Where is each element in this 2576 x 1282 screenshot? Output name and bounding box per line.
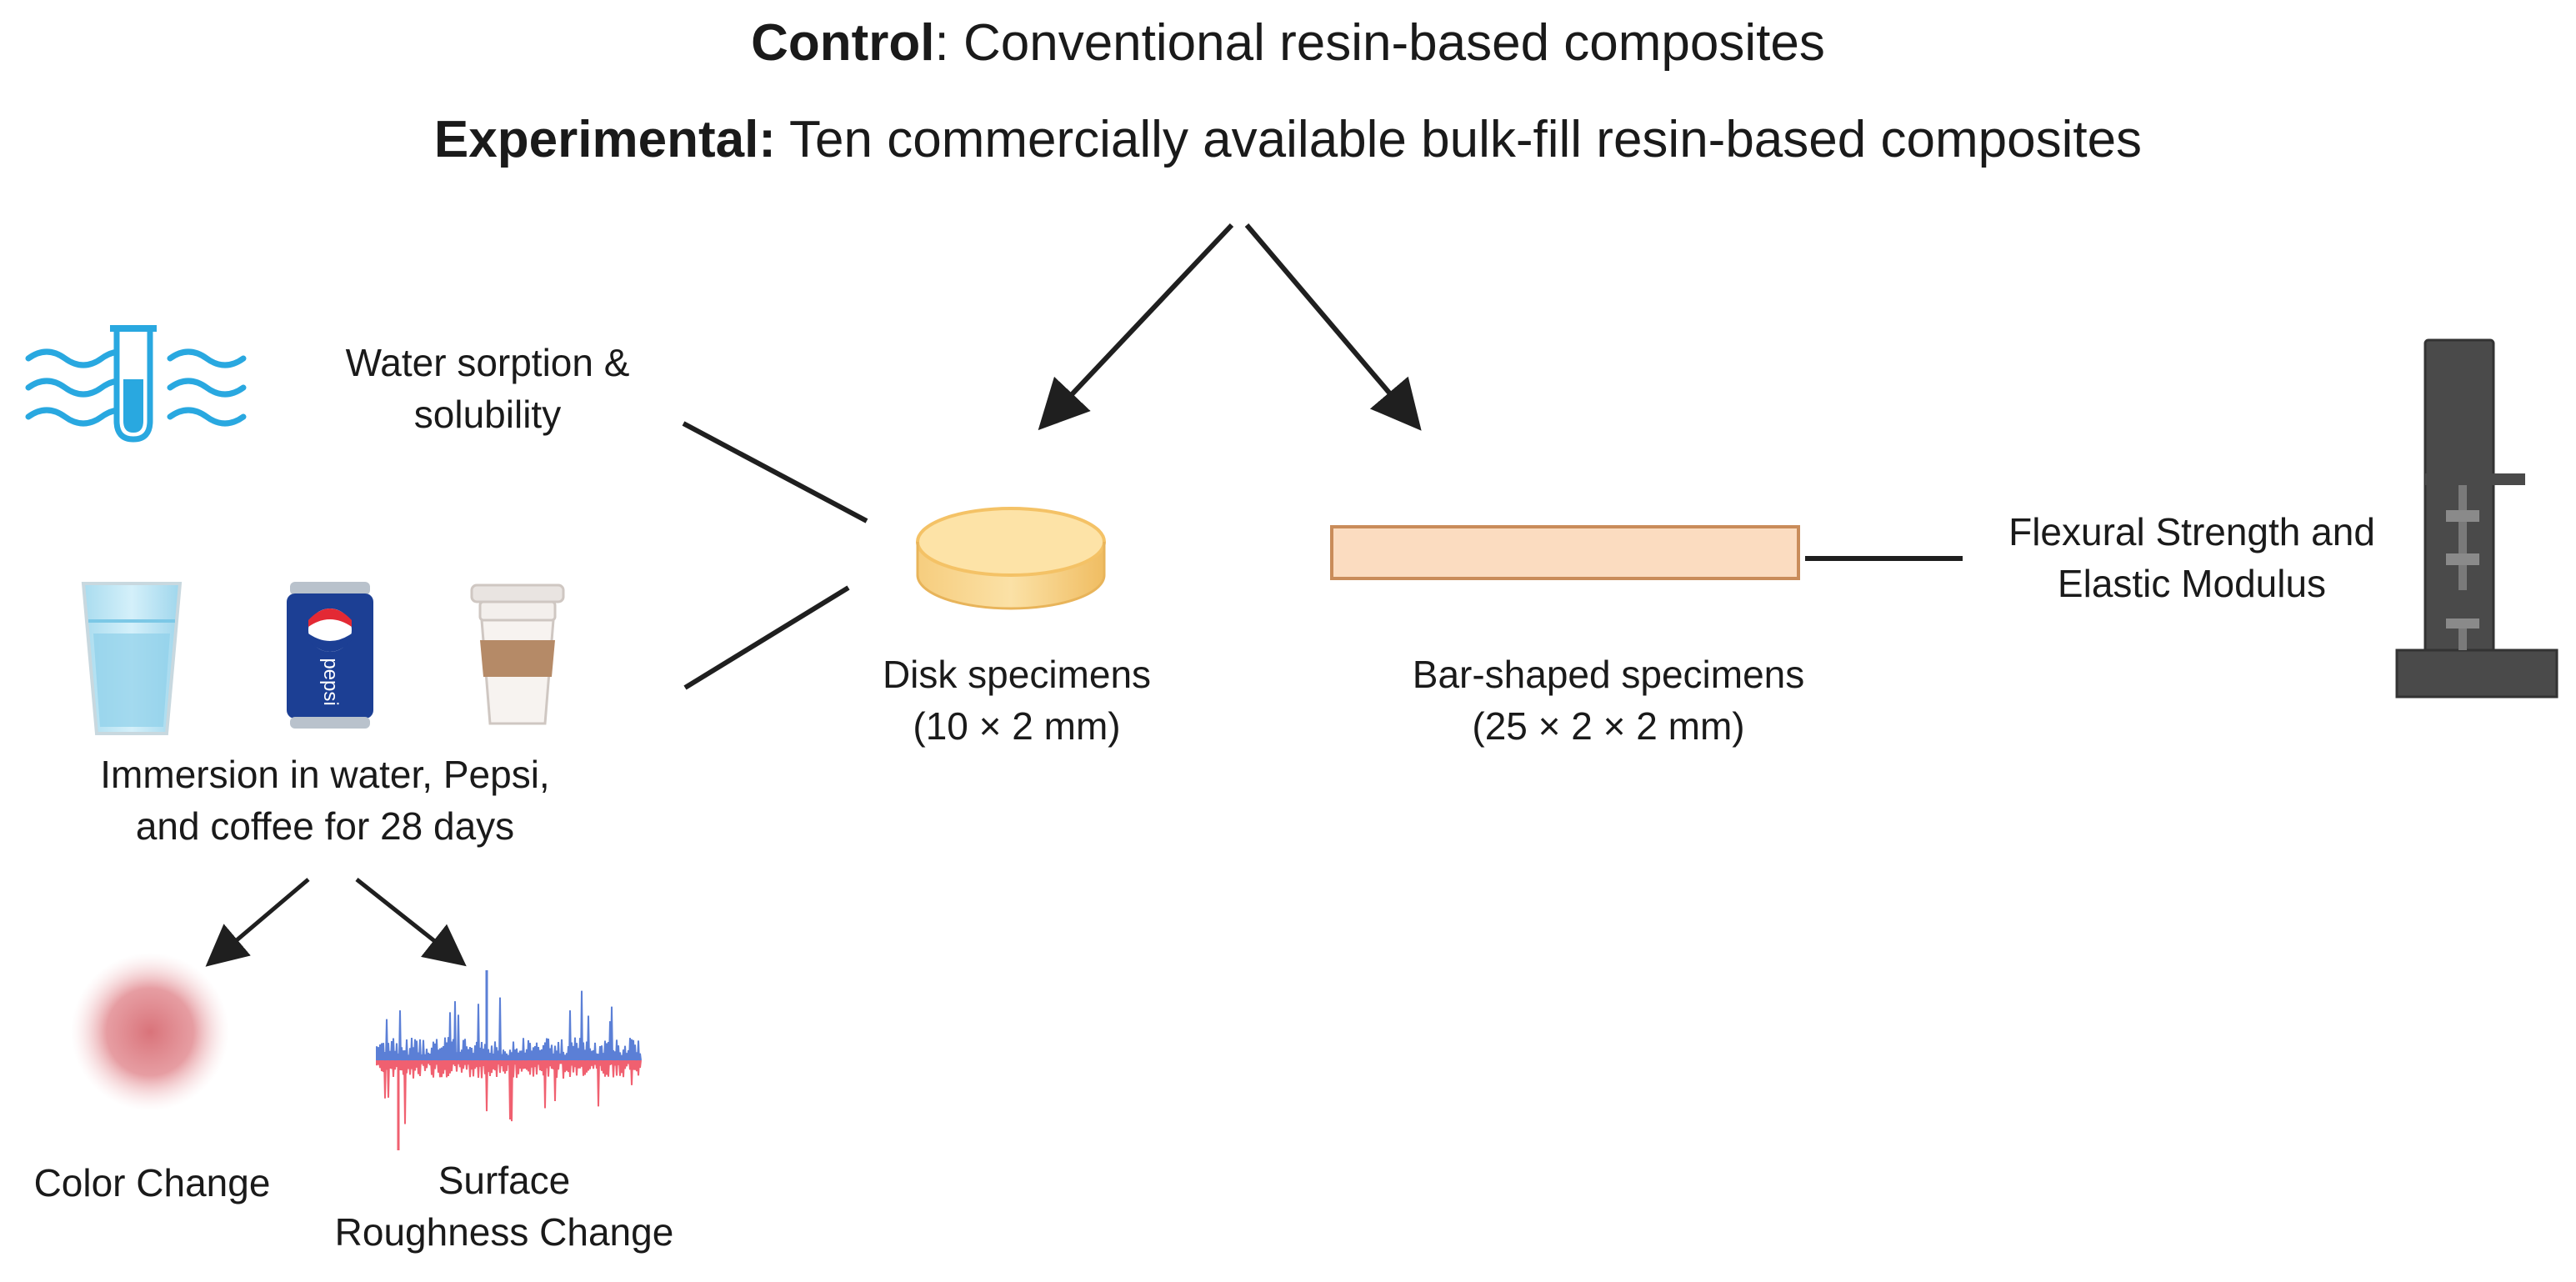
bar-label: Bar-shaped specimens (25 × 2 × 2 mm) (1350, 649, 1867, 752)
control-text: : Conventional resin-based composites (934, 14, 1825, 72)
experimental-label: Experimental: (433, 111, 776, 168)
roughness-profile-icon (376, 970, 642, 1150)
soda-can-icon: pepsi (287, 582, 373, 729)
color-change-icon (71, 953, 229, 1111)
experimental-heading: Experimental: Ten commercially available… (0, 107, 2576, 173)
can-brand-text: pepsi (319, 658, 342, 705)
color-change-text: Color Change (33, 1161, 271, 1204)
immersion-to-roughness-arrow (355, 878, 467, 967)
bar-specimen-icon (1330, 525, 1800, 580)
water-sorption-line2: solubility (413, 393, 562, 436)
disk-label: Disk specimens (10 × 2 mm) (833, 649, 1200, 752)
header-to-bar-arrow (1244, 223, 1422, 431)
testing-machine-icon (2395, 338, 2558, 699)
flexural-line2: Elastic Modulus (2057, 562, 2327, 605)
water-glass-icon (81, 582, 183, 735)
water-tube-icon (25, 325, 247, 443)
flexural-label: Flexural Strength and Elastic Modulus (1975, 506, 2408, 609)
immersion-connector (683, 585, 850, 690)
water-sorption-label: Water sorption & solubility (321, 337, 654, 440)
disk-line1: Disk specimens (882, 653, 1152, 696)
bar-line1: Bar-shaped specimens (1412, 653, 1805, 696)
roughness-valleys (376, 1059, 642, 1124)
immersion-label: Immersion in water, Pepsi, and coffee fo… (50, 749, 600, 852)
control-heading: Control: Conventional resin-based compos… (0, 10, 2576, 77)
color-change-label: Color Change (0, 1157, 304, 1209)
experimental-text: Ten commercially available bulk-fill res… (775, 111, 2143, 168)
immersion-line2: and coffee for 28 days (135, 804, 515, 848)
coffee-cup-icon (470, 583, 565, 725)
control-label: Control (751, 14, 935, 72)
roughness-line1: Surface (438, 1159, 571, 1202)
roughness-line2: Roughness Change (334, 1210, 674, 1254)
header-to-disk-arrow (1038, 223, 1234, 431)
water-sorption-line1: Water sorption & (345, 341, 630, 384)
flexural-line1: Flexural Strength and (2008, 510, 2375, 553)
immersion-line1: Immersion in water, Pepsi, (100, 753, 550, 796)
disk-specimen-icon (916, 507, 1106, 610)
immersion-to-color-arrow (205, 878, 310, 967)
water-sorption-connector (682, 421, 868, 523)
roughness-peaks (376, 990, 642, 1061)
disk-line2: (10 × 2 mm) (913, 704, 1121, 748)
roughness-label: Surface Roughness Change (304, 1154, 704, 1258)
bar-line2: (25 × 2 × 2 mm) (1472, 704, 1745, 748)
